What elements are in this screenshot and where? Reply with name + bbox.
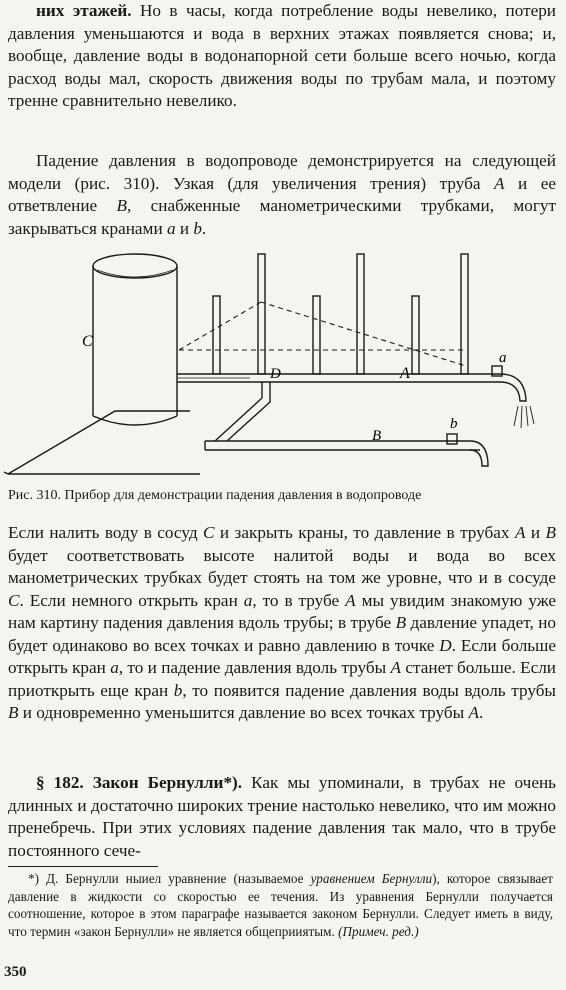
para3-text-11: станет больше. Если приоткрыть еще кран (8, 658, 556, 700)
para3-var: B (8, 703, 19, 722)
footnote-text-1: *) Д. Бернулли ныиел уравнение (называем… (28, 871, 311, 886)
faucet-b-valve (446, 433, 458, 445)
para2-text-1: Падение давления в водопроводе демонстри… (8, 151, 556, 193)
label-A: A (399, 365, 410, 382)
label-B: B (372, 428, 381, 444)
para2-text-5: . (201, 218, 207, 238)
page-number: 350 (4, 964, 27, 980)
para3-var: A (345, 590, 356, 610)
para2-text-4: и (175, 218, 194, 238)
para3-text-13: и одновременно уменьшится давление во вс… (18, 703, 469, 722)
para3-text-1: Если налить воду в сосуд (8, 523, 204, 542)
footnote-emphasis-2: (Примеч. ред.) (338, 923, 419, 939)
para3-var: A (468, 703, 480, 722)
para3-text-9: . Если больше открыть кран (8, 635, 557, 678)
label-b: b (450, 416, 458, 432)
para3-text-12: , то появится падение давления воды вдол… (182, 680, 556, 700)
para4-text: Как мы упоминали, в трубах не очень длин… (8, 773, 556, 860)
para3-text-6: , то в трубе (252, 590, 346, 610)
label-D: D (269, 366, 281, 382)
paragraph-4: § 182. Закон Бернулли*). Как мы упоминал… (8, 772, 556, 862)
footnote-rule (8, 866, 158, 867)
para3-var: C (8, 590, 20, 610)
para3-text-4: будет соответствовать высоте налитой вод… (8, 545, 556, 588)
paragraph-2: Падение давления в водопроводе демонстри… (8, 150, 556, 240)
para2-var-B: B (116, 196, 128, 215)
para3-var: a (243, 590, 253, 610)
para3-text-3: и (525, 523, 546, 542)
platform-outline (7, 410, 190, 475)
para3-text-8: давление упадет, но будет одинаково во в… (8, 613, 557, 655)
para3-var: b (173, 680, 183, 700)
para2-var-a: a (166, 218, 176, 238)
para3-text-2: и закрыть краны, то давление в трубах (214, 523, 515, 542)
para2-text-3: , снабженные манометрическими трубками, … (8, 196, 557, 238)
faucet-b-spout (469, 440, 489, 467)
para3-var: a (110, 658, 119, 677)
para3-var: A (390, 658, 402, 677)
para1-bold: них этажей. (36, 1, 132, 20)
footnote-emphasis-1: уравнением Бернулли (310, 871, 433, 886)
figure-310-apparatus: C D A B a b (3, 253, 535, 475)
pressure-lines (178, 301, 467, 367)
para3-var: B (395, 613, 407, 632)
label-C: C (82, 333, 93, 350)
faucet-a-spout (499, 373, 527, 402)
vessel-bottom (92, 415, 178, 426)
para3-text-14: . (479, 703, 484, 722)
para2-var-A: A (493, 173, 505, 193)
para3-text-5: . Если немного открыть кран (19, 590, 244, 610)
pipe-D-branch-b (226, 382, 271, 442)
footnote: *) Д. Бернулли ныиел уравнение (называем… (8, 870, 553, 940)
para3-var: C (203, 523, 215, 542)
para3-var: B (545, 523, 557, 542)
figure-caption: Рис. 310. Прибор для демонстрации падени… (8, 488, 422, 503)
para3-text-10: , то и падение давления вдоль трубы (118, 658, 391, 677)
vessel-top (92, 253, 178, 279)
para1-text: Но в часы, когда потребление воды невели… (8, 1, 556, 110)
water-stream (513, 405, 535, 429)
section-heading: § 182. Закон Бернулли*). (36, 773, 243, 792)
para3-var: A (514, 523, 526, 542)
paragraph-3: Если налить воду в сосуд C и закрыть кра… (8, 522, 556, 725)
paragraph-1: них этажей. Но в часы, когда потребление… (8, 0, 556, 113)
para3-var: D (439, 635, 452, 655)
pipe-D-branch-a (214, 382, 263, 442)
manometer-tubes (212, 253, 469, 375)
para2-text-2: и ее ответвление (8, 173, 556, 216)
faucet-a-valve (491, 365, 503, 377)
footnote-text-2: ), которое связывает давление в жидкости… (8, 871, 553, 939)
label-a: a (499, 350, 507, 366)
para2-var-b: b (193, 218, 202, 238)
para3-text-7: мы увидим знакомую уже нам картину паден… (8, 590, 556, 633)
